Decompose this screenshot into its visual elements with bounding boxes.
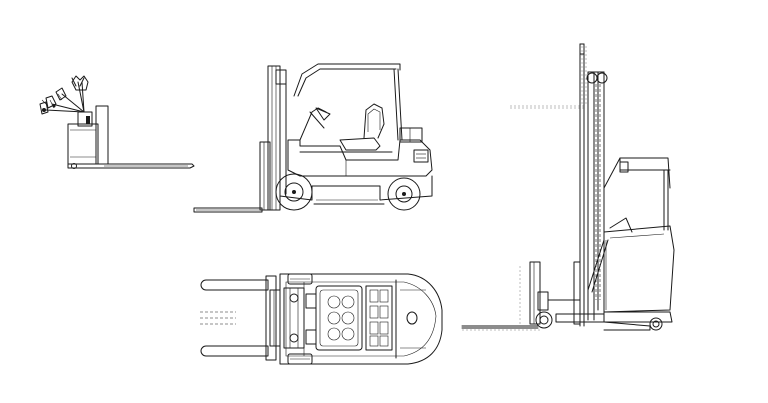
forklift-side-view: [193, 63, 433, 213]
reach-truck-side-view: [461, 43, 675, 331]
forklift-top-view: [200, 273, 443, 365]
pallet-truck-side-view: [39, 75, 195, 169]
